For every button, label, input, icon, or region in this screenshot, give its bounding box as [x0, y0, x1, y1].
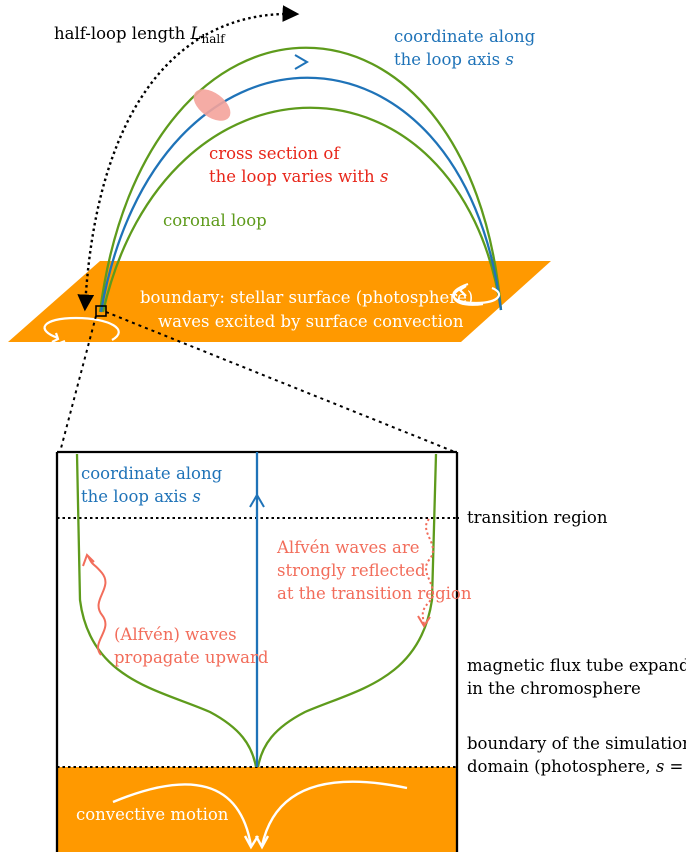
reflected-label-line3: at the transition region	[277, 584, 472, 603]
bottom-coordinate-label-line1: coordinate along	[81, 464, 223, 483]
left-convection-swirl-icon	[43, 316, 120, 352]
flux-tube-left-wall	[75, 453, 258, 768]
footpoint-zoom-box	[95, 305, 107, 317]
reflected-wave-arrow	[417, 518, 434, 628]
top-coordinate-label-line1: coordinate along	[394, 27, 536, 46]
upward-wave-arrow	[82, 553, 107, 656]
loop-axis-arrowhead	[294, 54, 309, 70]
cross-section-ellipse	[193, 89, 231, 121]
transition-region-label: transition region	[467, 508, 608, 527]
reflected-label-line2: strongly reflected	[277, 561, 426, 580]
cross-section-label-line1: cross section of	[209, 144, 341, 163]
zoom-left-dotted-line	[59, 315, 97, 453]
bottom-coordinate-label-line2: the loop axis s	[81, 487, 201, 506]
half-loop-label: half-loop length Lhalf	[54, 24, 226, 46]
half-loop-dotted-arrow	[77, 5, 300, 312]
boundary-label-line2: waves excited by surface convection	[158, 312, 464, 331]
boundary-label-line1: boundary: stellar surface (photosphere)	[140, 288, 473, 307]
convective-flow-arrows	[112, 780, 408, 850]
propagate-label-line2: propagate upward	[114, 648, 269, 667]
right-convection-swirl-icon	[452, 282, 501, 306]
coronal-loop-label: coronal loop	[163, 211, 267, 230]
sim-boundary-label-line2: domain (photosphere, s = 0)	[467, 757, 686, 776]
cross-section-label-line2: the loop varies with s	[209, 167, 388, 186]
flux-tube-label-line2: in the chromosphere	[467, 679, 641, 698]
sim-boundary-label-line1: boundary of the simulation	[467, 734, 686, 753]
flux-tube-label-line1: magnetic flux tube expands	[467, 656, 686, 675]
convective-motion-label: convective motion	[76, 805, 229, 824]
reflected-label-line1: Alfvén waves are	[276, 538, 420, 557]
propagate-label-line1: (Alfvén) waves	[114, 625, 237, 644]
flux-tube-right-wall	[256, 453, 438, 768]
top-coordinate-label-line2: the loop axis s	[394, 50, 514, 69]
bottom-loop-axis-arrowhead	[249, 493, 265, 508]
